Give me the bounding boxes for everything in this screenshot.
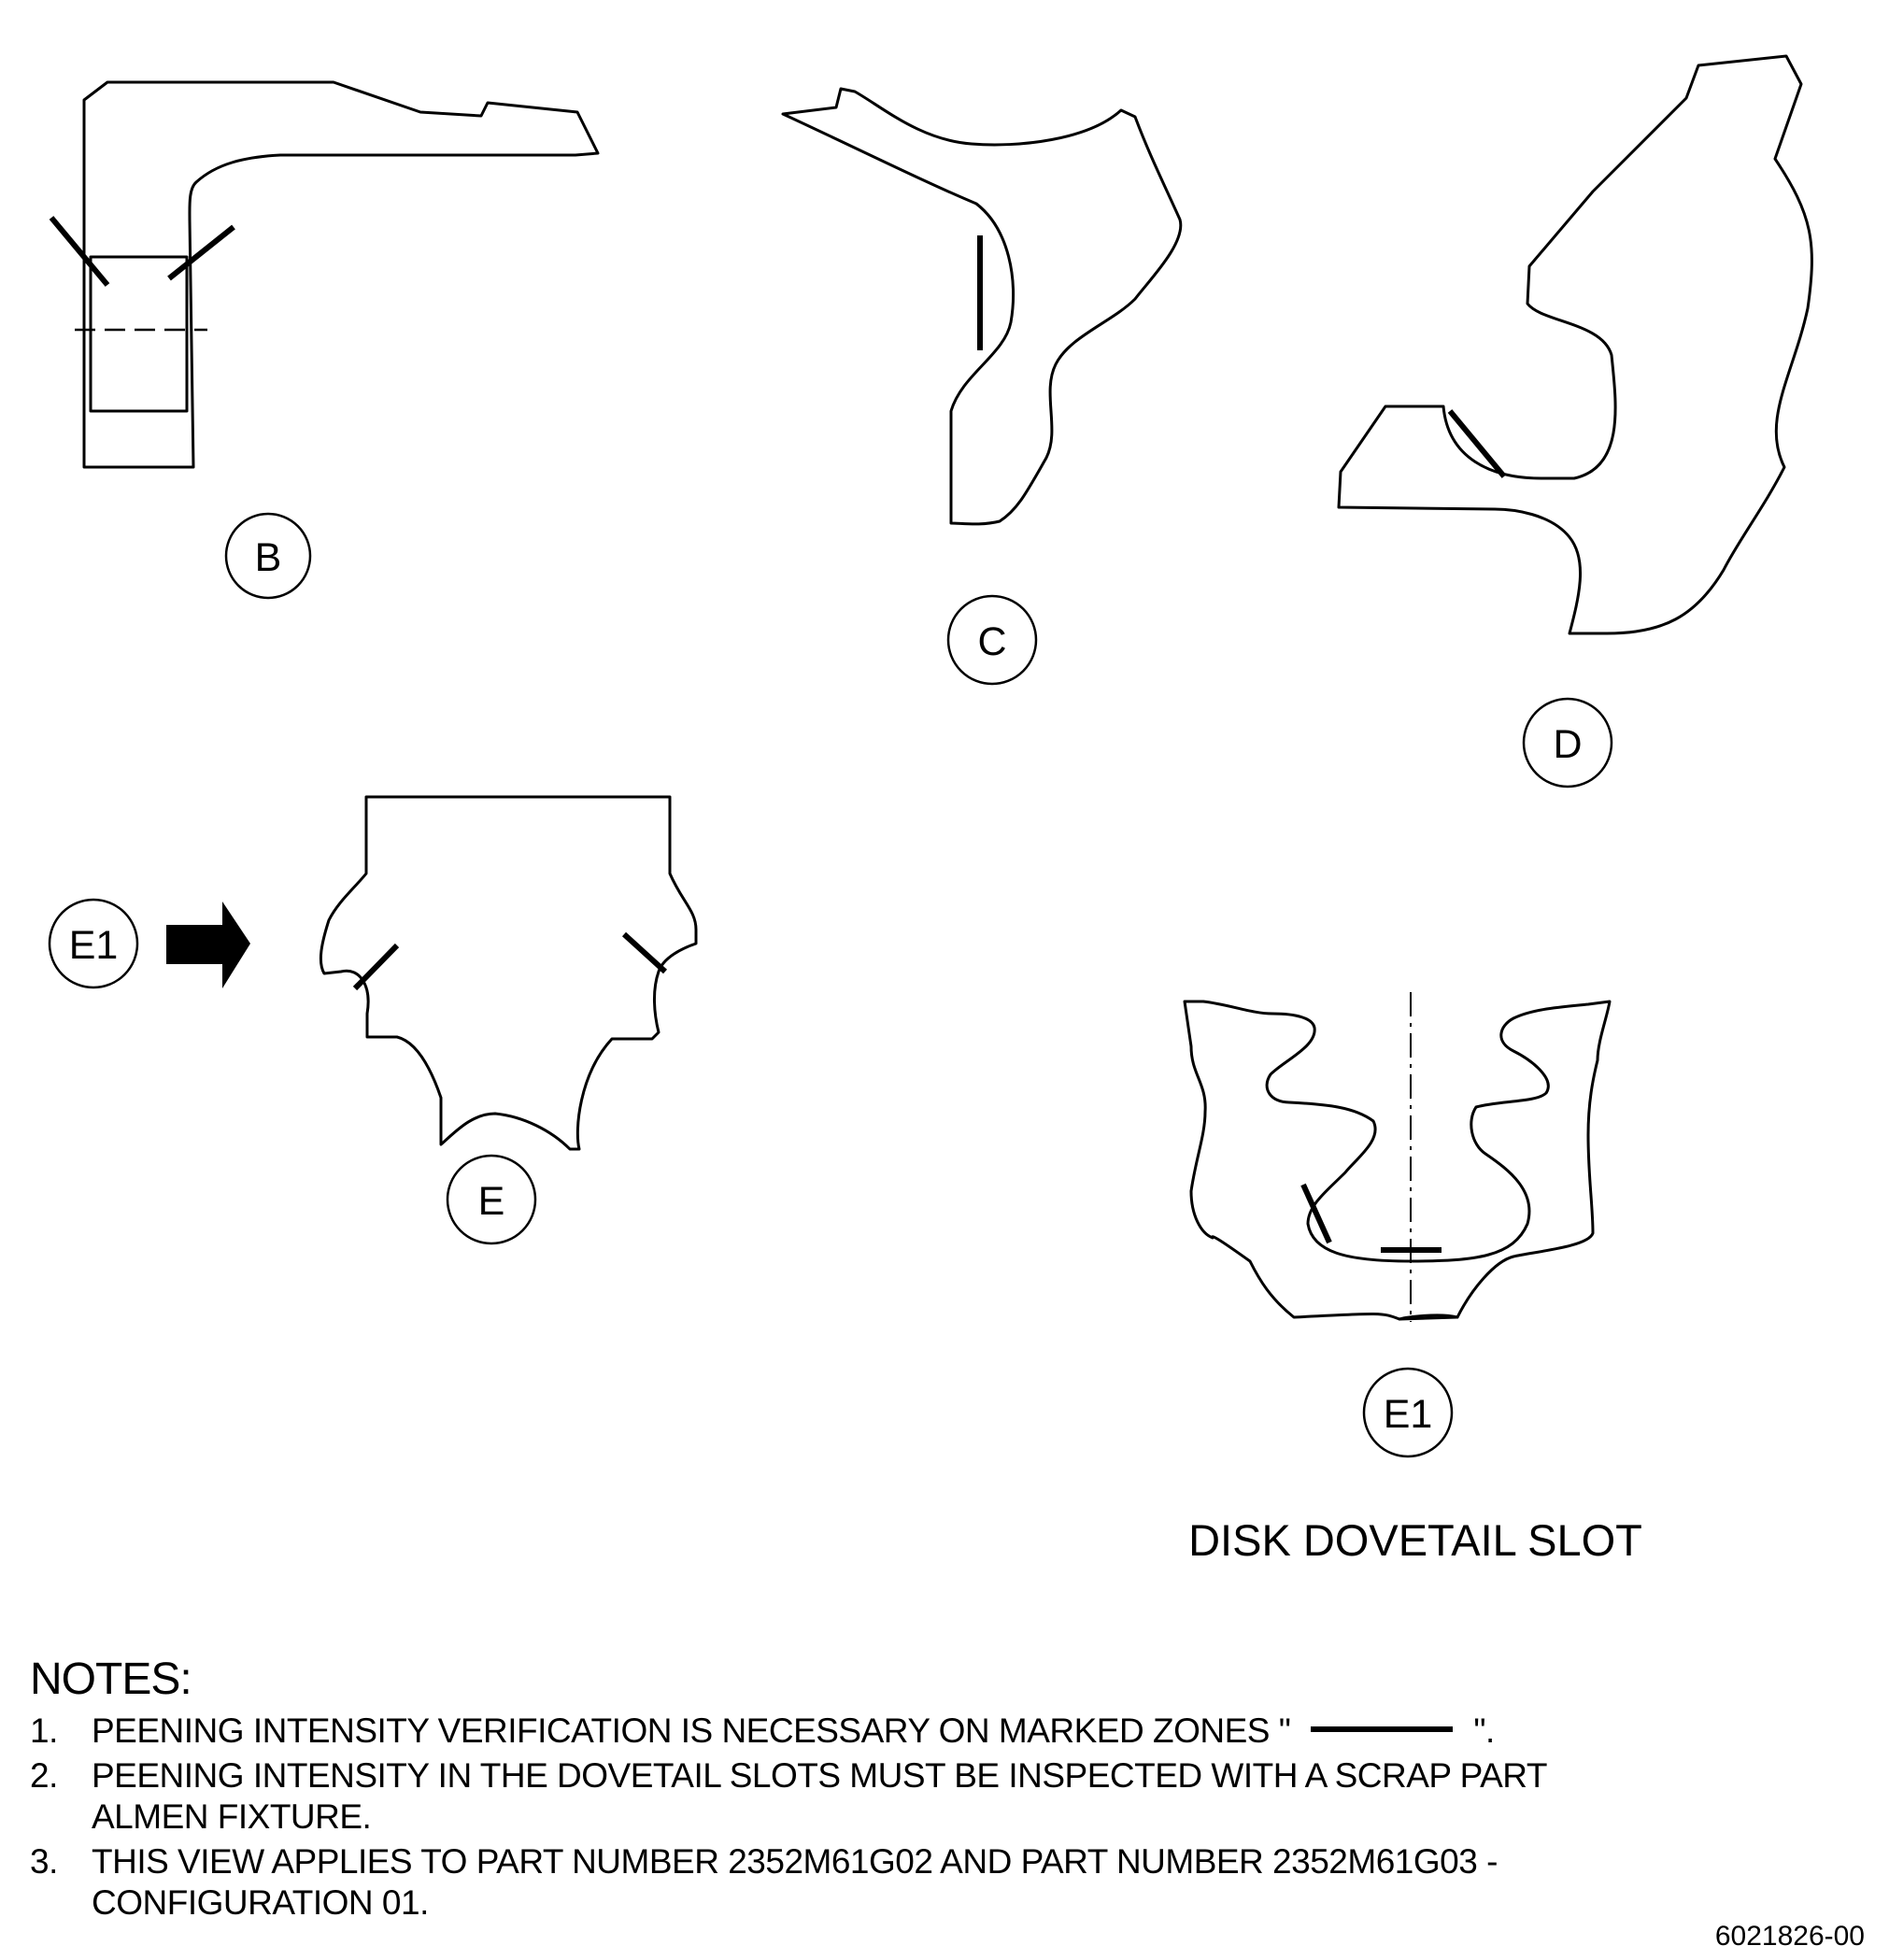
view-e1-bubble [1362, 1367, 1454, 1458]
document-number: 6021826-00 [1714, 1921, 1865, 1952]
view-b-outline [82, 80, 600, 469]
note-number: 1. [30, 1711, 58, 1750]
view-e-zone-right [621, 931, 668, 974]
view-c-label: C [977, 619, 1006, 664]
view-e1-slot-bottom [1398, 1314, 1459, 1321]
view-b-bubble [224, 512, 312, 600]
view-d-bubble [1522, 697, 1613, 788]
note-item: 1. PEENING INTENSITY VERIFICATION IS NEC… [30, 1711, 1618, 1752]
view-c-outline [781, 87, 1183, 526]
view-e1-ref-bubble [48, 898, 139, 989]
view-e1-label: E1 [1384, 1392, 1433, 1437]
view-e1: E1 DISK DOVETAIL SLOT [1183, 992, 1642, 1565]
view-e1-reference: E1 [48, 898, 250, 989]
view-e-outline [319, 795, 698, 1151]
view-b-bore [89, 255, 189, 413]
view-c: C [781, 87, 1183, 686]
view-arrow-icon [166, 902, 250, 988]
view-e1-outline [1183, 1000, 1612, 1321]
view-e-label: E [478, 1179, 505, 1224]
view-e1-title: DISK DOVETAIL SLOT [1188, 1515, 1642, 1565]
view-d: D [1337, 54, 1813, 788]
view-e-bubble [446, 1154, 537, 1245]
note-text: PEENING INTENSITY IN THE DOVETAIL SLOTS … [92, 1756, 1547, 1836]
note-text: THIS VIEW APPLIES TO PART NUMBER 2352M61… [92, 1842, 1498, 1922]
notes-heading: NOTES: [30, 1655, 192, 1704]
note-text: PEENING INTENSITY VERIFICATION IS NECESS… [92, 1711, 1618, 1752]
view-b-zone-left [49, 216, 110, 287]
view-b-zone-right [167, 224, 235, 281]
view-d-label: D [1553, 722, 1582, 767]
view-d-outline [1337, 54, 1813, 635]
notes-section: NOTES: 1. PEENING INTENSITY VERIFICATION… [30, 1654, 1618, 1927]
note-number: 3. [30, 1842, 58, 1881]
note-number: 2. [30, 1756, 58, 1795]
view-e1-zone-flank [1300, 1183, 1332, 1244]
view-e-zone-left [352, 943, 400, 991]
note-text-after: ". [1473, 1711, 1495, 1750]
note-item: 3. THIS VIEW APPLIES TO PART NUMBER 2352… [30, 1841, 1618, 1924]
view-e: E [319, 795, 698, 1245]
view-e1-ref-label: E1 [69, 923, 119, 968]
note-text-before: PEENING INTENSITY VERIFICATION IS NECESS… [92, 1711, 1291, 1750]
marked-zone-symbol [1311, 1726, 1454, 1733]
view-b: B [49, 80, 600, 600]
note-item: 2. PEENING INTENSITY IN THE DOVETAIL SLO… [30, 1755, 1618, 1838]
view-b-label: B [255, 535, 282, 580]
view-c-bubble [946, 594, 1038, 686]
view-d-zone [1447, 409, 1507, 478]
